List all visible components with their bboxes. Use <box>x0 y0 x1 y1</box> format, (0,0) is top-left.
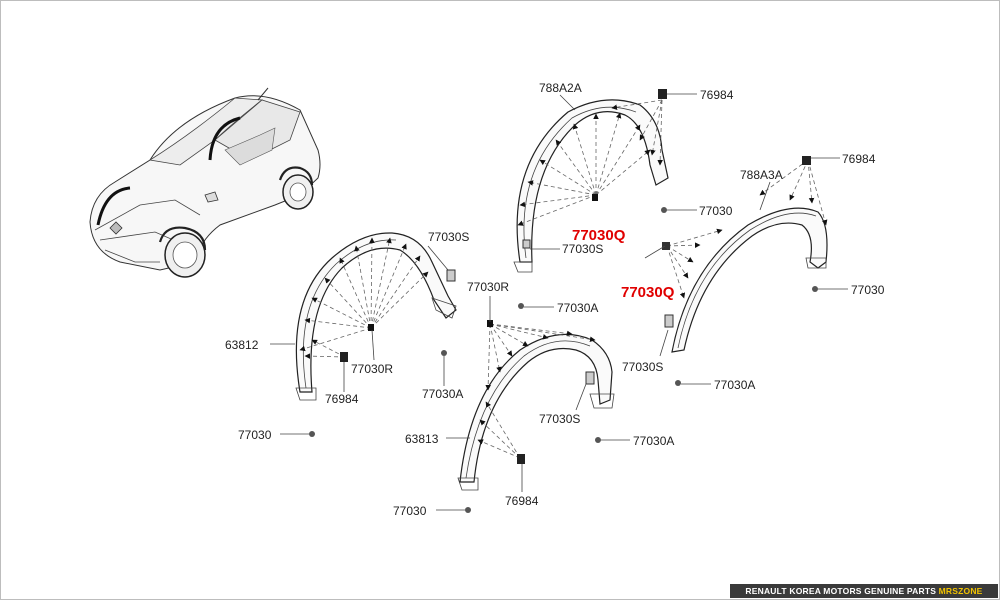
label-788A3A: 788A3A <box>740 168 783 182</box>
clip-77030S-c <box>446 269 456 282</box>
part-63812-arch <box>270 232 457 437</box>
screw-77030-d <box>465 507 471 513</box>
label-77030R-d: 77030R <box>467 280 509 294</box>
label-77030A-c: 77030A <box>422 387 463 401</box>
label-63813: 63813 <box>405 432 439 446</box>
label-77030Q-highlight-2: 77030Q <box>621 284 675 301</box>
clip-77030R-c <box>368 324 374 331</box>
label-77030-mid: 77030 <box>699 204 733 218</box>
label-76984-b: 76984 <box>842 152 876 166</box>
label-77030-b: 77030 <box>851 283 885 297</box>
footer-banner: RENAULT KOREA MOTORS GENUINE PARTS MRSZO… <box>730 584 998 598</box>
label-77030A-mid: 77030A <box>557 301 598 315</box>
clip-77030Q-1 <box>592 194 598 201</box>
footer-brand: MRSZONE <box>938 586 983 596</box>
clip-77030S-d <box>585 371 595 385</box>
label-77030A-d: 77030A <box>633 434 674 448</box>
label-63812: 63812 <box>225 338 259 352</box>
screw-77030A-d <box>595 437 601 443</box>
screw-77030-c <box>309 431 315 437</box>
label-77030Q-highlight-1: 77030Q <box>572 227 626 244</box>
label-76984-d: 76984 <box>505 494 539 508</box>
screw-77030A-mid <box>518 303 524 309</box>
clip-76984-top <box>658 89 667 99</box>
clip-76984-b <box>802 156 811 165</box>
footer-text: RENAULT KOREA MOTORS GENUINE PARTS <box>745 586 939 596</box>
label-77030-d: 77030 <box>393 504 427 518</box>
label-77030A-b: 77030A <box>714 378 755 392</box>
label-76984-c: 76984 <box>325 392 359 406</box>
clip-76984-d <box>517 454 525 464</box>
clip-77030Q-2 <box>662 242 670 250</box>
part-788A2A-arch <box>513 89 697 309</box>
clip-77030S-b <box>664 314 674 328</box>
label-77030S-b: 77030S <box>622 360 663 374</box>
car-overview-illustration <box>89 87 321 278</box>
screw-77030A-b <box>675 380 681 386</box>
label-77030R-c: 77030R <box>351 362 393 376</box>
label-76984-top: 76984 <box>700 88 734 102</box>
part-788A3A-arch <box>644 156 848 386</box>
label-77030S-c: 77030S <box>428 230 469 244</box>
screw-77030-b <box>812 286 818 292</box>
screw-77030-mid <box>661 207 667 213</box>
clip-77030R-d <box>487 320 493 327</box>
label-77030S-mid: 77030S <box>562 242 603 256</box>
label-788A2A: 788A2A <box>539 81 582 95</box>
part-63813-arch <box>436 296 630 513</box>
label-77030-c: 77030 <box>238 428 272 442</box>
clip-76984-c <box>340 352 348 362</box>
screw-77030A-c <box>441 350 447 356</box>
clip-77030S-mid <box>522 239 531 249</box>
label-77030S-d: 77030S <box>539 412 580 426</box>
